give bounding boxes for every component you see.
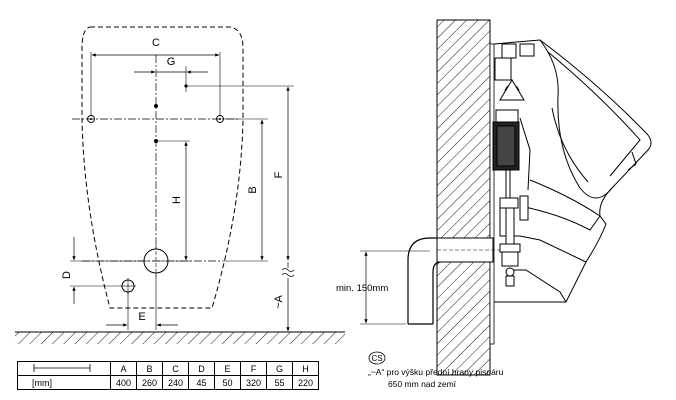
mounting-hole-left <box>87 115 95 123</box>
table-cell: 320 <box>240 375 267 390</box>
table-cell: 240 <box>162 375 189 390</box>
language-code: CS <box>371 354 382 363</box>
label-h: H <box>171 196 183 204</box>
label-a: ~A <box>273 294 285 308</box>
min-distance-label: min. 150mm <box>336 283 388 294</box>
label-c: C <box>152 37 160 49</box>
table-cell: 50 <box>214 375 241 390</box>
dimension-arrow-icon <box>33 363 91 372</box>
table-header: E <box>214 361 241 376</box>
note-line-1: „~A“ pro výšku přední hrany pisoáru <box>368 367 504 377</box>
table-header: C <box>162 361 189 376</box>
label-b: B <box>247 186 259 193</box>
table-header: B <box>136 361 163 376</box>
table-unit: [mm] <box>17 375 111 390</box>
table-row: [mm] 400 260 240 45 50 320 55 220 <box>17 375 319 390</box>
table-cell: 220 <box>292 375 319 390</box>
label-d: D <box>61 271 73 279</box>
floor <box>15 331 345 344</box>
table-header: A <box>110 361 137 376</box>
side-view: min. 150mm <box>336 19 652 376</box>
table-cell: 260 <box>136 375 163 390</box>
label-e: E <box>138 311 145 323</box>
table-corner <box>17 361 111 376</box>
table-header: G <box>266 361 293 376</box>
language-badge: CS <box>368 351 386 365</box>
urinal-profile <box>493 39 652 303</box>
table-header: H <box>292 361 319 376</box>
drain-pipe <box>407 237 500 325</box>
label-g: G <box>167 56 176 68</box>
label-f: F <box>273 171 285 178</box>
table-header: D <box>188 361 215 376</box>
wall <box>436 19 495 376</box>
drain-circle <box>120 278 136 294</box>
urinal-outline <box>81 26 244 309</box>
note-line-2: 650 mm nad zemí <box>388 379 457 389</box>
table-cell: 400 <box>110 375 137 390</box>
table-header: F <box>240 361 267 376</box>
table-cell: 55 <box>266 375 293 390</box>
table-cell: 45 <box>188 375 215 390</box>
dimension-table: A B C D E F G H [mm] 400 260 240 45 50 3… <box>17 361 319 390</box>
flush-valve-assembly <box>492 43 535 287</box>
table-header-row: A B C D E F G H <box>17 361 319 376</box>
front-view: C G H B F ~A D <box>15 26 345 344</box>
